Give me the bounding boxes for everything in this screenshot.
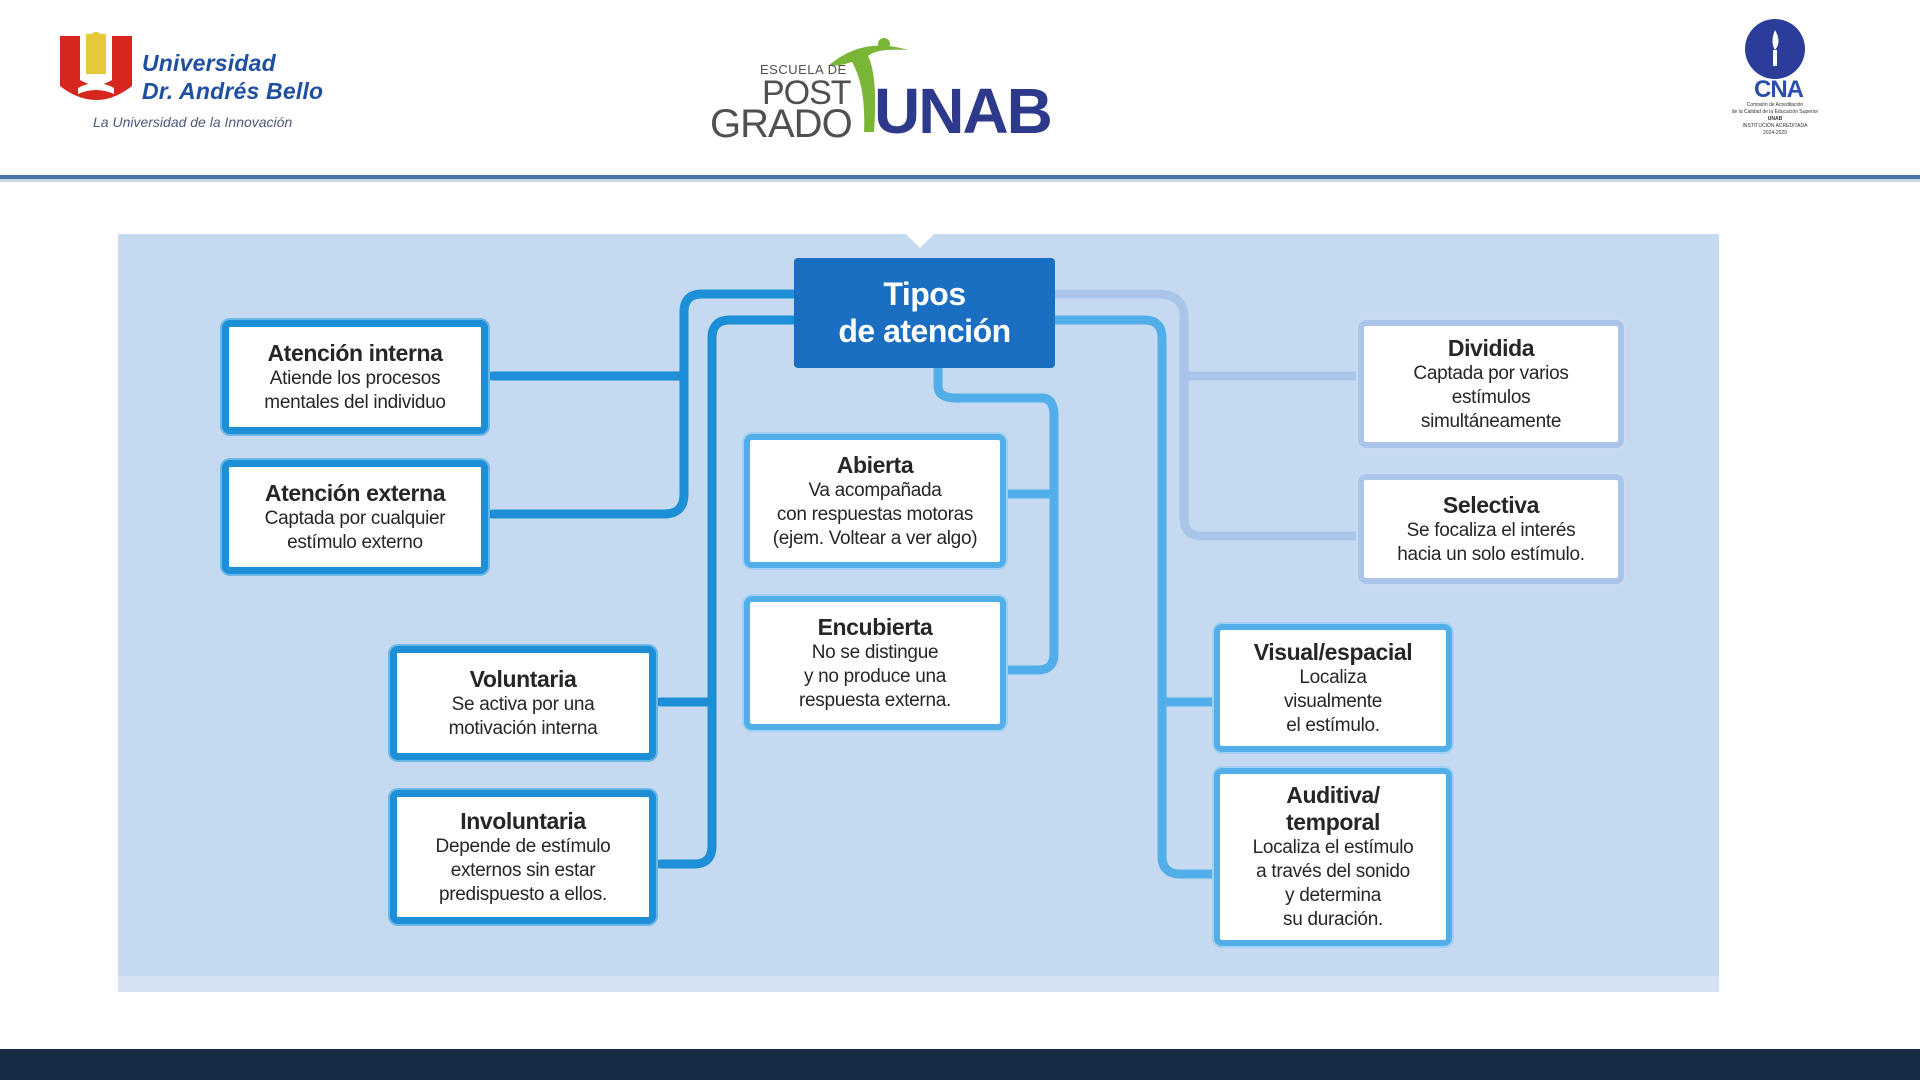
postgrado-post-text: POST [762,74,852,112]
node-dividida: Dividida Captada por varios estímulos si… [1358,320,1624,448]
node-description: motivación interna [448,717,598,739]
node-title: temporal [1286,809,1380,835]
cna-small-5: 2024-2029 [1763,130,1787,136]
node-title: Dividida [1447,334,1535,361]
cna-seal-icon [1745,19,1805,79]
postgrado-figure-icon [828,38,908,132]
node-title: Abierta [836,451,914,478]
panel-bottom-strip [118,976,1719,992]
header-divider-shadow [0,179,1920,182]
node-description: hacia un solo estímulo. [1397,543,1585,565]
node-description: estímulos [1451,386,1531,408]
node-involuntaria: Involuntaria Depende de estímulo externo… [390,790,656,924]
node-atencion-externa: Atención externa Captada por cualquier e… [222,460,488,574]
node-description: respuesta externa. [799,689,951,711]
cna-accreditation-logo: CNA Comisión de Acreditación de la Calid… [1710,16,1840,146]
node-atencion-interna: Atención interna Atiende los procesos me… [222,320,488,434]
node-description: predispuesto a ellos. [439,883,607,905]
root-title-line1: Tipos [883,276,966,312]
connector-visual-auditiva [1050,315,1219,879]
node-description: Captada por varios [1413,362,1569,384]
postgrado-logo: ESCUELA DE POST GRADO UNAB [708,36,1058,147]
node-description: No se distingue [811,641,939,663]
node-description: Se focaliza el interés [1406,519,1576,541]
node-description: Captada por cualquier [264,507,446,529]
cna-small-1: Comisión de Acreditación [1746,102,1804,108]
root-node-tipos-de-atencion: Tipos de atención [794,258,1055,368]
root-title-line2: de atención [838,313,1011,349]
diagram-connectors [487,289,1363,879]
node-selectiva: Selectiva Se focaliza el interés hacia u… [1358,474,1624,584]
node-title: Voluntaria [469,665,577,692]
node-encubierta: Encubierta No se distingue y no produce … [744,596,1006,730]
node-description: (ejem. Voltear a ver algo) [772,527,978,549]
header-divider [0,175,1920,179]
university-name-line1: Universidad [142,50,276,76]
postgrado-grado-text: GRADO [710,102,853,146]
unab-crest-icon [60,32,132,100]
node-description: visualmente [1283,690,1383,712]
node-description: a través del sonido [1256,861,1410,882]
node-description: Depende de estímulo [435,835,611,857]
node-title: Auditiva/ [1286,782,1380,808]
cna-small-4: INSTITUCIÓN ACREDITADA [1742,123,1808,129]
node-description: mentales del individuo [264,391,446,413]
node-visual-espacial: Visual/espacial Localiza visualmente el … [1214,624,1452,752]
university-tagline: La Universidad de la Innovación [93,114,293,130]
attention-types-diagram: Tipos de atención Atención interna Atien… [118,234,1719,992]
university-name-line2: Dr. Andrés Bello [142,78,324,104]
connector-voluntaria-involuntaria [655,315,799,869]
node-description: externos sin estar [450,859,596,881]
node-description: Atiende los procesos [269,367,441,389]
footer-bar [0,1049,1920,1080]
node-title: Atención externa [264,479,446,506]
node-description: y determina [1285,885,1381,906]
node-title: Visual/espacial [1253,638,1413,665]
node-title: Encubierta [817,613,933,640]
node-description: Localiza [1299,666,1367,688]
node-title: Atención interna [267,339,443,366]
node-description: simultáneamente [1420,410,1562,432]
node-description: estímulo externo [287,531,423,553]
node-description: con respuestas motoras [776,503,974,525]
panel-notch [906,234,934,248]
postgrado-unab-text: UNAB [874,75,1053,147]
node-description: Se activa por una [451,693,595,715]
connector-abierta-encubierta [933,363,1059,675]
cna-small-2: de la Calidad de la Educación Superior [1731,109,1819,115]
cna-small-3: UNAB [1767,116,1783,122]
node-description: Localiza el estímulo [1252,837,1414,858]
node-voluntaria: Voluntaria Se activa por una motivación … [390,646,656,760]
connector-dividida-selectiva [1050,289,1363,541]
node-description: el estímulo. [1286,714,1380,736]
node-abierta: Abierta Va acompañada con respuestas mot… [744,434,1006,568]
unab-logo: Universidad Dr. Andrés Bello La Universi… [56,28,356,138]
node-title: Involuntaria [460,807,586,834]
header: Universidad Dr. Andrés Bello La Universi… [0,0,1920,175]
node-description: su duración. [1283,909,1383,930]
node-auditiva-temporal: Auditiva/ temporal Localiza el estímulo … [1214,768,1452,946]
node-title: Selectiva [1442,491,1540,518]
cna-text: CNA [1754,76,1804,103]
node-description: y no produce una [803,665,947,687]
node-description: Va acompañada [808,479,942,501]
connector-interna-externa [487,289,799,519]
postgrado-escuela-text: ESCUELA DE [760,62,847,77]
